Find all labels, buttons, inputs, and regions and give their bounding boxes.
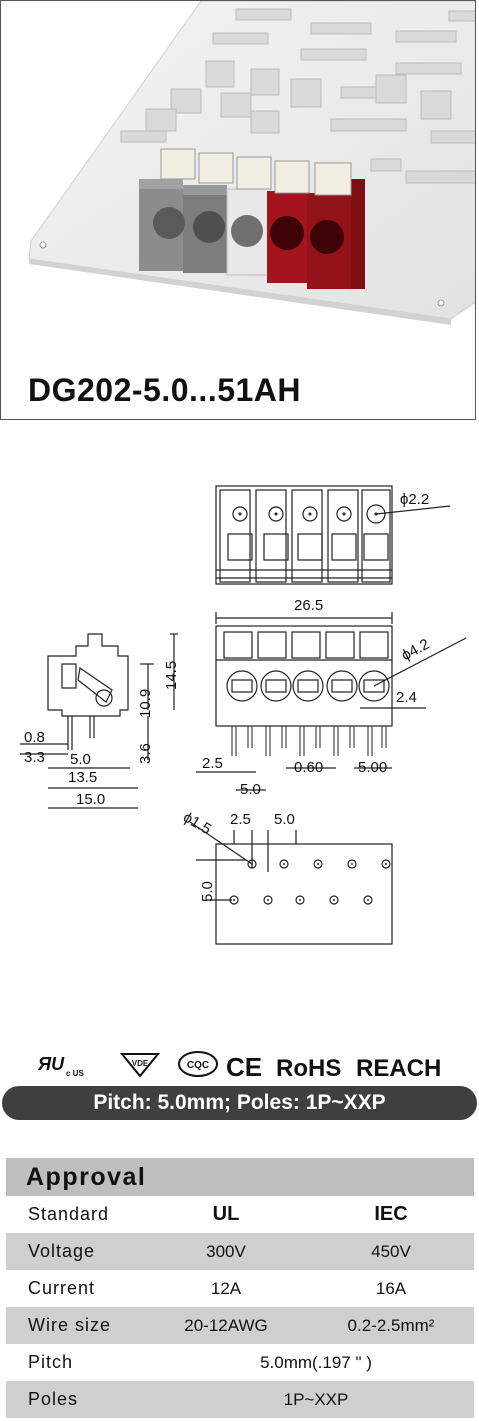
header-label: Standard (28, 1204, 110, 1224)
side-d-5-0: 5.0 (70, 751, 91, 768)
table-title-row: Approval (6, 1158, 474, 1196)
table-title: Approval (26, 1163, 147, 1191)
table-row: Current 12A 16A (6, 1270, 474, 1307)
side-view-drawing: 14.5 10.9 3.6 0.8 3.3 5.0 13.5 15.0 (20, 633, 180, 809)
row-iec-value: 16A (375, 1279, 407, 1298)
row-iec-value: 450V (371, 1242, 411, 1261)
side-d-15-0: 15.0 (76, 791, 105, 808)
ce-mark-icon: CE (226, 1052, 262, 1080)
row-ul-value: 300V (206, 1242, 246, 1261)
pcb-offset: 2.5 (230, 811, 251, 828)
ul-mark-icon: ЯU c US (38, 1054, 84, 1078)
pitch-value: 5.0mm(.197 " ) (260, 1353, 372, 1372)
svg-text:CQC: CQC (187, 1060, 209, 1071)
rohs-mark-icon: RoHS (276, 1055, 341, 1080)
table-header-row: Standard UL IEC (6, 1196, 474, 1233)
front-pitch: 5.00 (358, 759, 387, 776)
svg-text:VDE: VDE (132, 1059, 149, 1068)
certification-marks: ЯU c US VDE CQC CE RoHS REACH (38, 1051, 441, 1080)
row-label: Pitch (28, 1352, 74, 1372)
svg-text:ЯU: ЯU (38, 1054, 65, 1074)
table-row-pitch: Pitch 5.0mm(.197 " ) (6, 1344, 474, 1381)
table-row-poles: Poles 1P~XXP (6, 1381, 474, 1418)
svg-text:c US: c US (66, 1069, 84, 1078)
row-label: Current (28, 1278, 96, 1298)
vde-mark-icon: VDE (119, 1053, 161, 1078)
side-d-13-5: 13.5 (68, 769, 97, 786)
front-pin-offset: 5.0 (240, 781, 261, 798)
table-row: Voltage 300V 450V (6, 1233, 474, 1270)
pcb-pitch: 5.0 (274, 811, 295, 828)
front-width: 26.5 (294, 597, 323, 614)
front-pin-width: 0.60 (294, 759, 323, 776)
reach-mark-icon: REACH (356, 1055, 441, 1080)
row-label: Wire size (28, 1315, 112, 1335)
table-row: Wire size 20-12AWG 0.2-2.5mm² (6, 1307, 474, 1344)
pitch-poles-banner: Pitch: 5.0mm; Poles: 1P~XXP (2, 1086, 477, 1120)
product-photo-panel (0, 0, 476, 420)
side-d-0-8: 0.8 (24, 729, 45, 746)
top-hole-dia: ϕ2.2 (400, 491, 429, 508)
side-h-3-6: 3.6 (137, 743, 154, 764)
header-ul: UL (212, 1203, 240, 1225)
cqc-mark-icon: CQC (178, 1051, 218, 1077)
front-hole-dia: ϕ4.2 (399, 636, 433, 665)
approval-table: Approval Standard UL IEC Voltage 300V 45… (6, 1158, 474, 1418)
top-view-drawing: ϕ2.2 (215, 485, 451, 585)
front-dim-2-4: 2.4 (396, 689, 417, 706)
front-left-offset: 2.5 (202, 755, 223, 772)
pcb-hole-dia: ϕ1.5 (180, 809, 214, 838)
terminal-block (139, 148, 365, 289)
side-h-14-5: 14.5 (163, 661, 180, 690)
product-photo (28, 1, 475, 325)
header-iec: IEC (374, 1203, 408, 1225)
row-label: Poles (28, 1389, 79, 1409)
row-label: Voltage (28, 1241, 96, 1261)
row-iec-value: 0.2-2.5mm² (347, 1316, 435, 1335)
poles-value: 1P~XXP (283, 1390, 349, 1409)
side-h-10-9: 10.9 (137, 689, 154, 718)
row-ul-value: 12A (210, 1279, 242, 1298)
side-d-3-3: 3.3 (24, 749, 45, 766)
pcb-layout-drawing: ϕ1.5 2.5 5.0 5.0 (180, 809, 393, 945)
pcb-row-gap: 5.0 (199, 881, 216, 902)
row-ul-value: 20-12AWG (184, 1316, 268, 1335)
front-view-drawing: 26.5 ϕ4.2 2.4 2.5 5.0 0.60 5.00 (196, 597, 467, 798)
model-number: DG202-5.0...51AH (28, 372, 302, 408)
